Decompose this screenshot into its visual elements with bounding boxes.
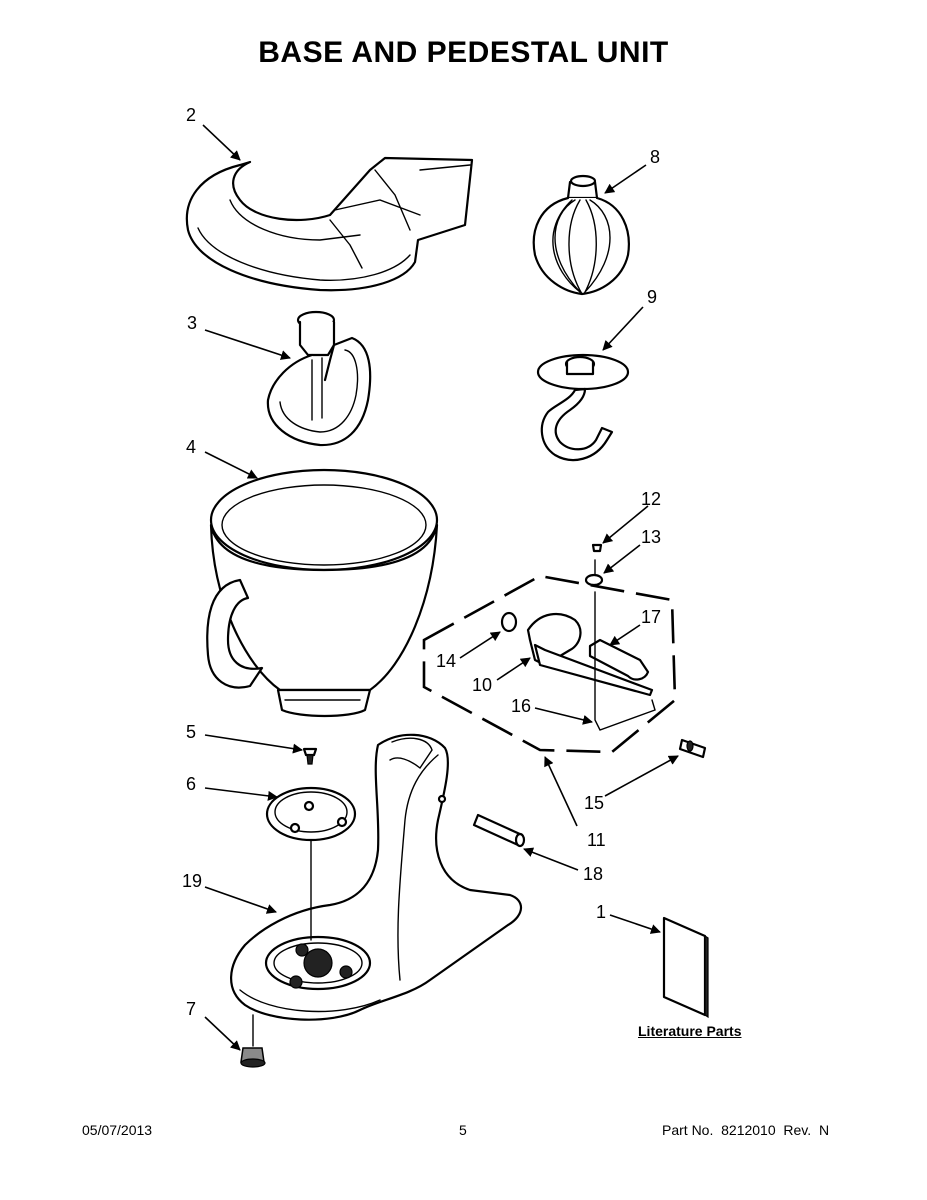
pouring-shield-part [185,156,474,292]
callout-14: 14 [436,651,457,671]
callout-17: 17 [641,607,662,627]
callout-12: 12 [641,489,662,509]
bowl-clamp-plate-part [265,747,357,842]
wire-whip-part [532,174,630,296]
callout-19: 19 [182,871,203,891]
flat-beater-part [266,310,372,447]
pedestal-base-part [230,733,523,1021]
callout-1: 1 [596,902,607,922]
callout-11: 11 [587,830,606,850]
callout-16: 16 [511,696,532,716]
callout-6: 6 [186,774,197,794]
callout-5: 5 [186,722,197,742]
callout-13: 13 [641,527,662,547]
callout-7: 7 [186,999,197,1019]
callout-15: 15 [584,793,605,813]
locking-assembly-group [422,543,707,759]
footer-part-number: Part No. 8212010 Rev. N [662,1122,830,1138]
literature-parts-label: Literature Parts [638,1023,742,1039]
leader-lines [202,124,679,1051]
callout-4: 4 [186,437,197,457]
callout-3: 3 [187,313,198,333]
literature-booklet-part [662,916,709,1019]
hinge-pin-part [472,813,526,848]
rubber-foot-part [240,1014,266,1068]
callout-2: 2 [186,105,197,125]
callout-18: 18 [583,864,604,884]
footer-page-number: 5 [459,1122,467,1138]
dough-hook-part [536,353,630,462]
callout-8: 8 [650,147,661,167]
footer-date: 05/07/2013 [82,1122,153,1138]
callout-10: 10 [472,675,493,695]
callout-9: 9 [647,287,658,307]
page-title: BASE AND PEDESTAL UNIT [258,36,669,69]
mixing-bowl-part [206,468,439,718]
